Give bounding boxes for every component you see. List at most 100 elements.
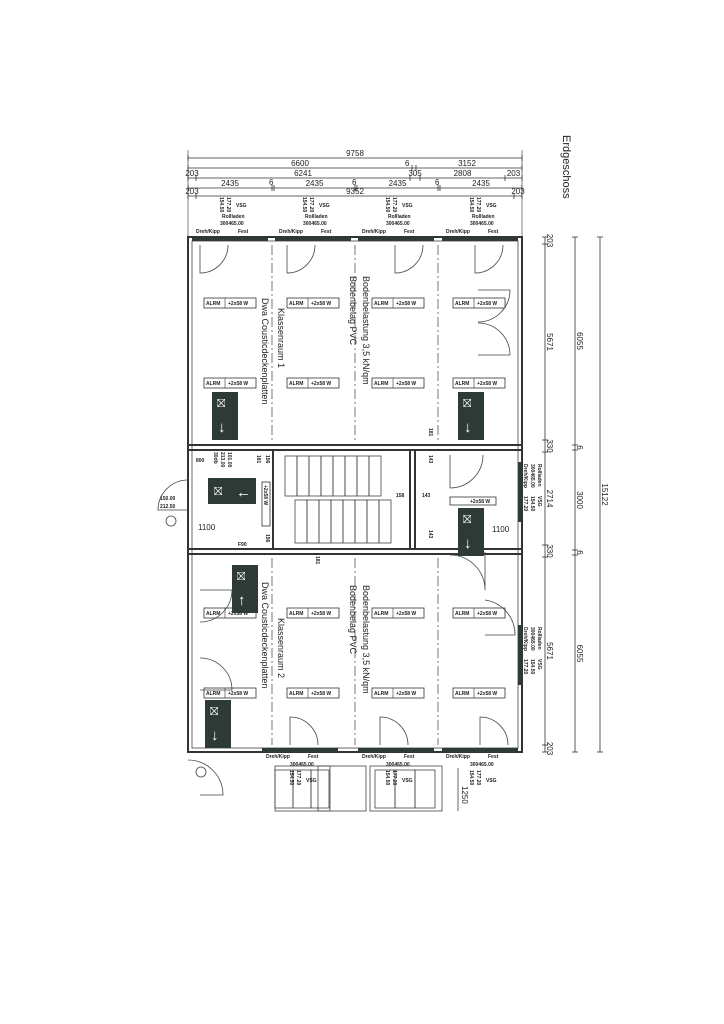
fixture-lamp: +2x58 W [228, 611, 248, 617]
window-fixed-label: Fest [308, 754, 319, 760]
door[interactable] [474, 244, 504, 274]
window-size-top: 177.20 [475, 197, 481, 213]
door[interactable] [484, 599, 516, 636]
running-man-icon: ⛝ [237, 571, 245, 583]
window-size-top: 177.20 [295, 770, 301, 786]
fixture-alarm: ALRM [289, 381, 303, 387]
window-frame [358, 237, 434, 241]
fixture-alarm: ALRM [374, 381, 388, 387]
light-fixture: ALRM +2x58 W [452, 607, 506, 619]
window-size-bottom: 154.50 [301, 197, 307, 213]
dim-right-inner-label: 5671 [545, 333, 554, 351]
door[interactable] [379, 716, 409, 746]
window-size-top: 177.20 [391, 197, 397, 213]
door[interactable] [477, 289, 511, 323]
door[interactable] [286, 244, 316, 274]
window-glass: VSG [402, 203, 413, 209]
window-tilt-label: Dreh/Kipp [446, 229, 470, 235]
door[interactable] [449, 552, 486, 591]
window-shutter: Rollladen [536, 464, 542, 487]
dim-right-middle-label: 6055 [575, 332, 584, 350]
exit-sign-panel [458, 392, 484, 440]
door[interactable] [199, 589, 233, 623]
arrow-icon: ↓ [211, 727, 219, 744]
stair-tread [330, 499, 344, 544]
fixture-alarm: ALRM [455, 691, 469, 697]
door[interactable] [199, 657, 233, 691]
dim-right-inner-label: 5671 [545, 642, 554, 660]
window-glass: VSG [536, 496, 542, 507]
window-size-bottom: 154.50 [529, 496, 535, 512]
wall-mark: 156 [264, 455, 270, 464]
corridor-width-right: 1100 [492, 525, 510, 534]
running-man-icon: ⛝ [463, 398, 471, 410]
fixture-lamp: +2x58 W [396, 301, 416, 307]
door[interactable] [477, 322, 511, 356]
dim-right-inner-label: 203 [545, 742, 554, 756]
running-man-icon: ⛝ [214, 486, 222, 498]
fixture-lamp: +2x58 W [477, 611, 497, 617]
dim-right-inner-label: 2714 [545, 490, 554, 508]
window-frame [262, 748, 338, 752]
door-stop-icon [165, 515, 177, 527]
fixture-lamp: +2x58 W [477, 301, 497, 307]
fixture-lamp: +2x58 W [228, 691, 248, 697]
window-fixed-label: Fest [488, 229, 499, 235]
stair-tread [306, 499, 320, 544]
window-frame [442, 748, 518, 752]
corridor-annotations: 1100 1100 150.00 212.50 800 F90 181 156 … [157, 428, 510, 565]
window-shutter: Rollladen [222, 214, 245, 220]
door[interactable] [394, 244, 424, 274]
fixture-lamp: +2x58 W [477, 691, 497, 697]
room-1-load: Bodenbelastung 3,5 kN/qm [361, 276, 371, 385]
window-code: 300465.00 [470, 762, 494, 768]
door[interactable] [479, 716, 509, 746]
room-2-name: Klassenraum 2 [276, 618, 286, 678]
fixture-alarm: ALRM [455, 611, 469, 617]
corridor-lamp-fixture [449, 496, 497, 506]
light-fixture: ALRM+2x58 W [286, 297, 340, 309]
fixture-box [371, 377, 425, 389]
window-fixed-label: Fest [238, 229, 249, 235]
window-size-top: 177.20 [391, 770, 397, 786]
room-2-load: Bodenbelastung 3,5 kN/qm [361, 585, 371, 694]
dim-row5-label: 9352 [346, 187, 364, 196]
entrance-door-swing[interactable] [157, 479, 189, 511]
stair-tread [296, 455, 310, 497]
door[interactable] [289, 716, 319, 746]
door[interactable] [199, 244, 229, 274]
fixture-lamp: +2x58 W [311, 301, 331, 307]
exit-signs: ⛝↓⛝↓⛝←⛝↓⛝↑⛝↓ [205, 392, 484, 748]
dim-row4-label: 2435 [306, 179, 324, 188]
light-fixture: ALRM+2x58 W [203, 297, 257, 309]
dim-right-middle-label: 6 [575, 550, 584, 555]
running-man-icon: ⛝ [463, 514, 471, 526]
window-size-bottom: 154.50 [468, 770, 474, 786]
dim-row3-label: 2808 [454, 169, 472, 178]
room-1-name: Klassenraum 1 [276, 308, 286, 368]
dim-right-inner-label: 330 [545, 544, 554, 558]
exit-sign-panel [205, 700, 231, 748]
door[interactable] [187, 759, 224, 796]
window-glass: VSG [536, 659, 542, 670]
door[interactable] [449, 454, 484, 489]
dim-row2-label: 3152 [458, 159, 476, 168]
fixture-box [452, 377, 506, 389]
wall-mark: 181 [255, 455, 261, 464]
door-stop-icon [195, 766, 207, 778]
fixture-alarm: ALRM [374, 691, 388, 697]
fixture-alarm: ALRM [374, 301, 388, 307]
emergency-exit-sign: ⛝↓ [212, 392, 238, 440]
dim-row4-label: 6 [269, 178, 274, 187]
